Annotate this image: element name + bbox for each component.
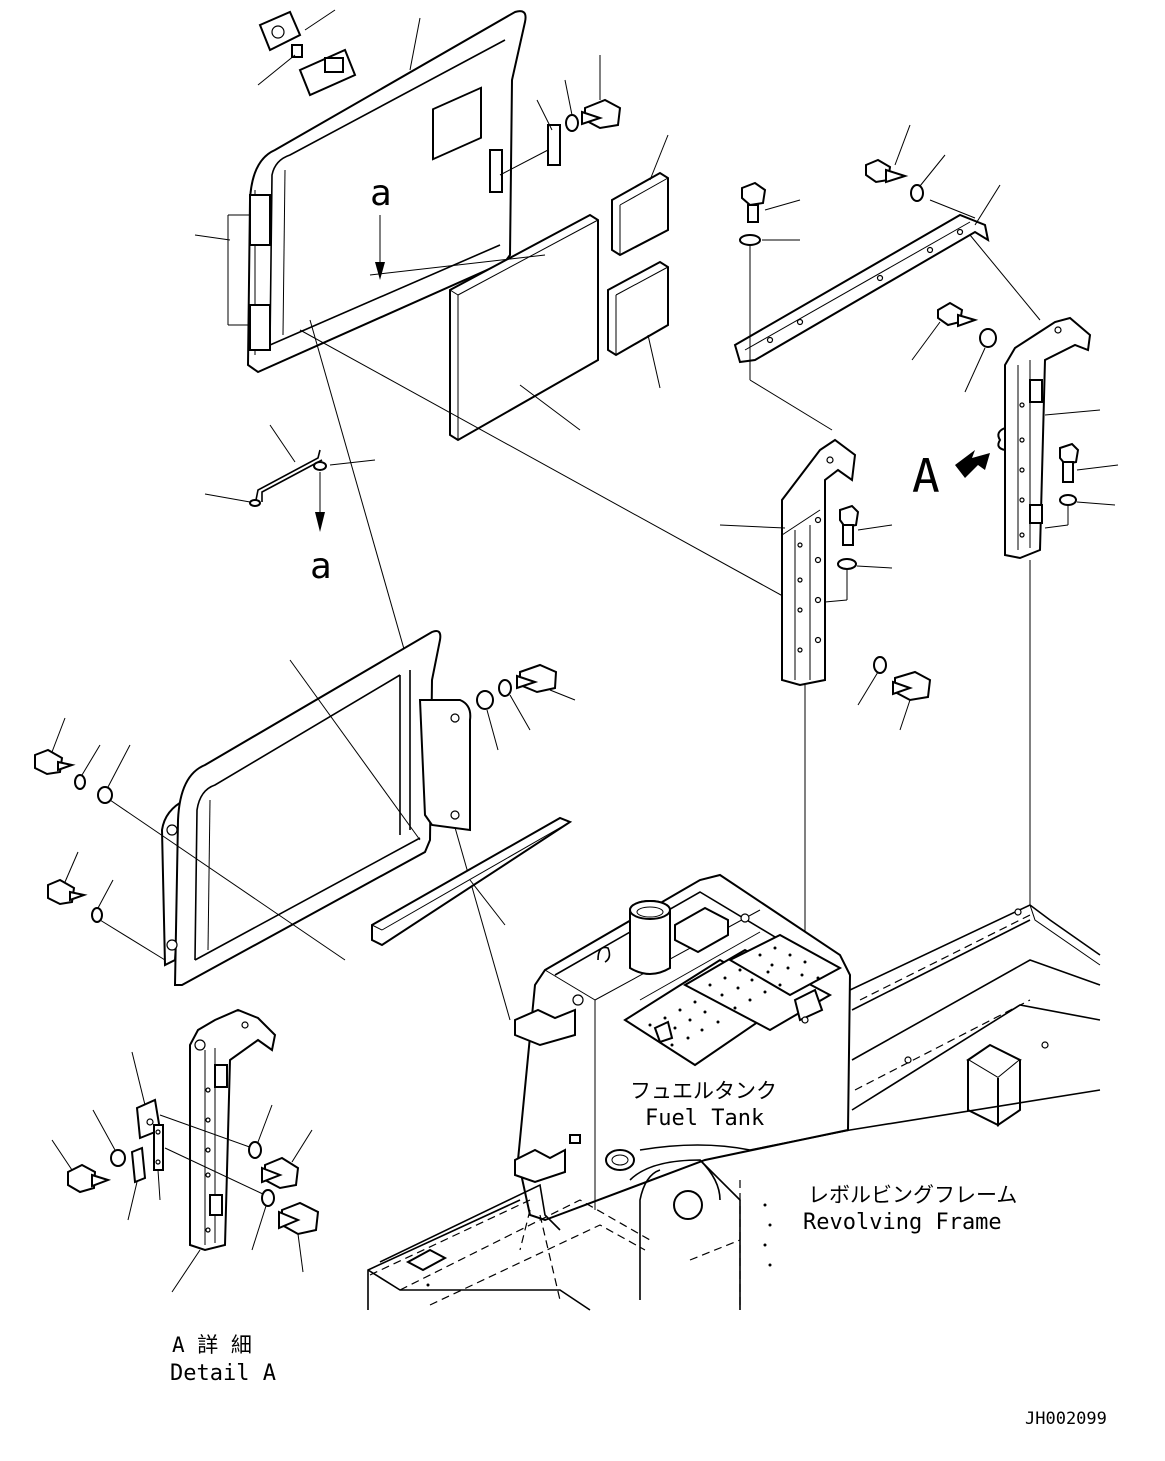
- insulation-pads: [449, 134, 669, 442]
- callout-a-top: a: [370, 173, 392, 214]
- view-arrow-a: [955, 450, 990, 478]
- revolving-frame-label-en: Revolving Frame: [803, 1210, 1002, 1235]
- lower-door-panel: [160, 630, 472, 986]
- lower-door-strip: [371, 816, 573, 947]
- right-support-bracket: [969, 234, 1101, 905]
- callout-a-bottom: a: [310, 546, 332, 587]
- upper-door-panel: [246, 10, 527, 374]
- detail-a-title-jp: A 詳 細: [172, 1333, 252, 1357]
- detail-a-title-en: Detail A: [170, 1361, 276, 1386]
- lock-rod: [204, 424, 376, 532]
- center-support-bracket: [719, 438, 893, 1020]
- view-arrow-label: A: [912, 449, 940, 503]
- fuel-tank-label-en: Fuel Tank: [645, 1106, 764, 1131]
- door-latch-parts: [257, 9, 421, 97]
- revolving-frame: [367, 904, 1101, 1311]
- revolving-frame-label-jp: レボルビングフレーム: [808, 1183, 1017, 1207]
- center-bracket-bolt-right: [857, 656, 932, 731]
- tank-top-dots: [648, 946, 820, 1047]
- drawing-number: JH002099: [1025, 1409, 1107, 1429]
- detail-a-bracket: [171, 1008, 277, 1293]
- fuel-tank-label-jp: フュエルタンク: [630, 1079, 777, 1103]
- detail-a-hardware: [51, 1051, 320, 1273]
- lower-door-bolts: [34, 663, 576, 961]
- right-bracket-hardware: [911, 301, 1119, 529]
- fuel-tank: [514, 873, 852, 1251]
- cross-beam-hardware: [739, 124, 976, 431]
- cross-beam: [733, 184, 1001, 364]
- hinge-bracket-hardware: [499, 55, 622, 176]
